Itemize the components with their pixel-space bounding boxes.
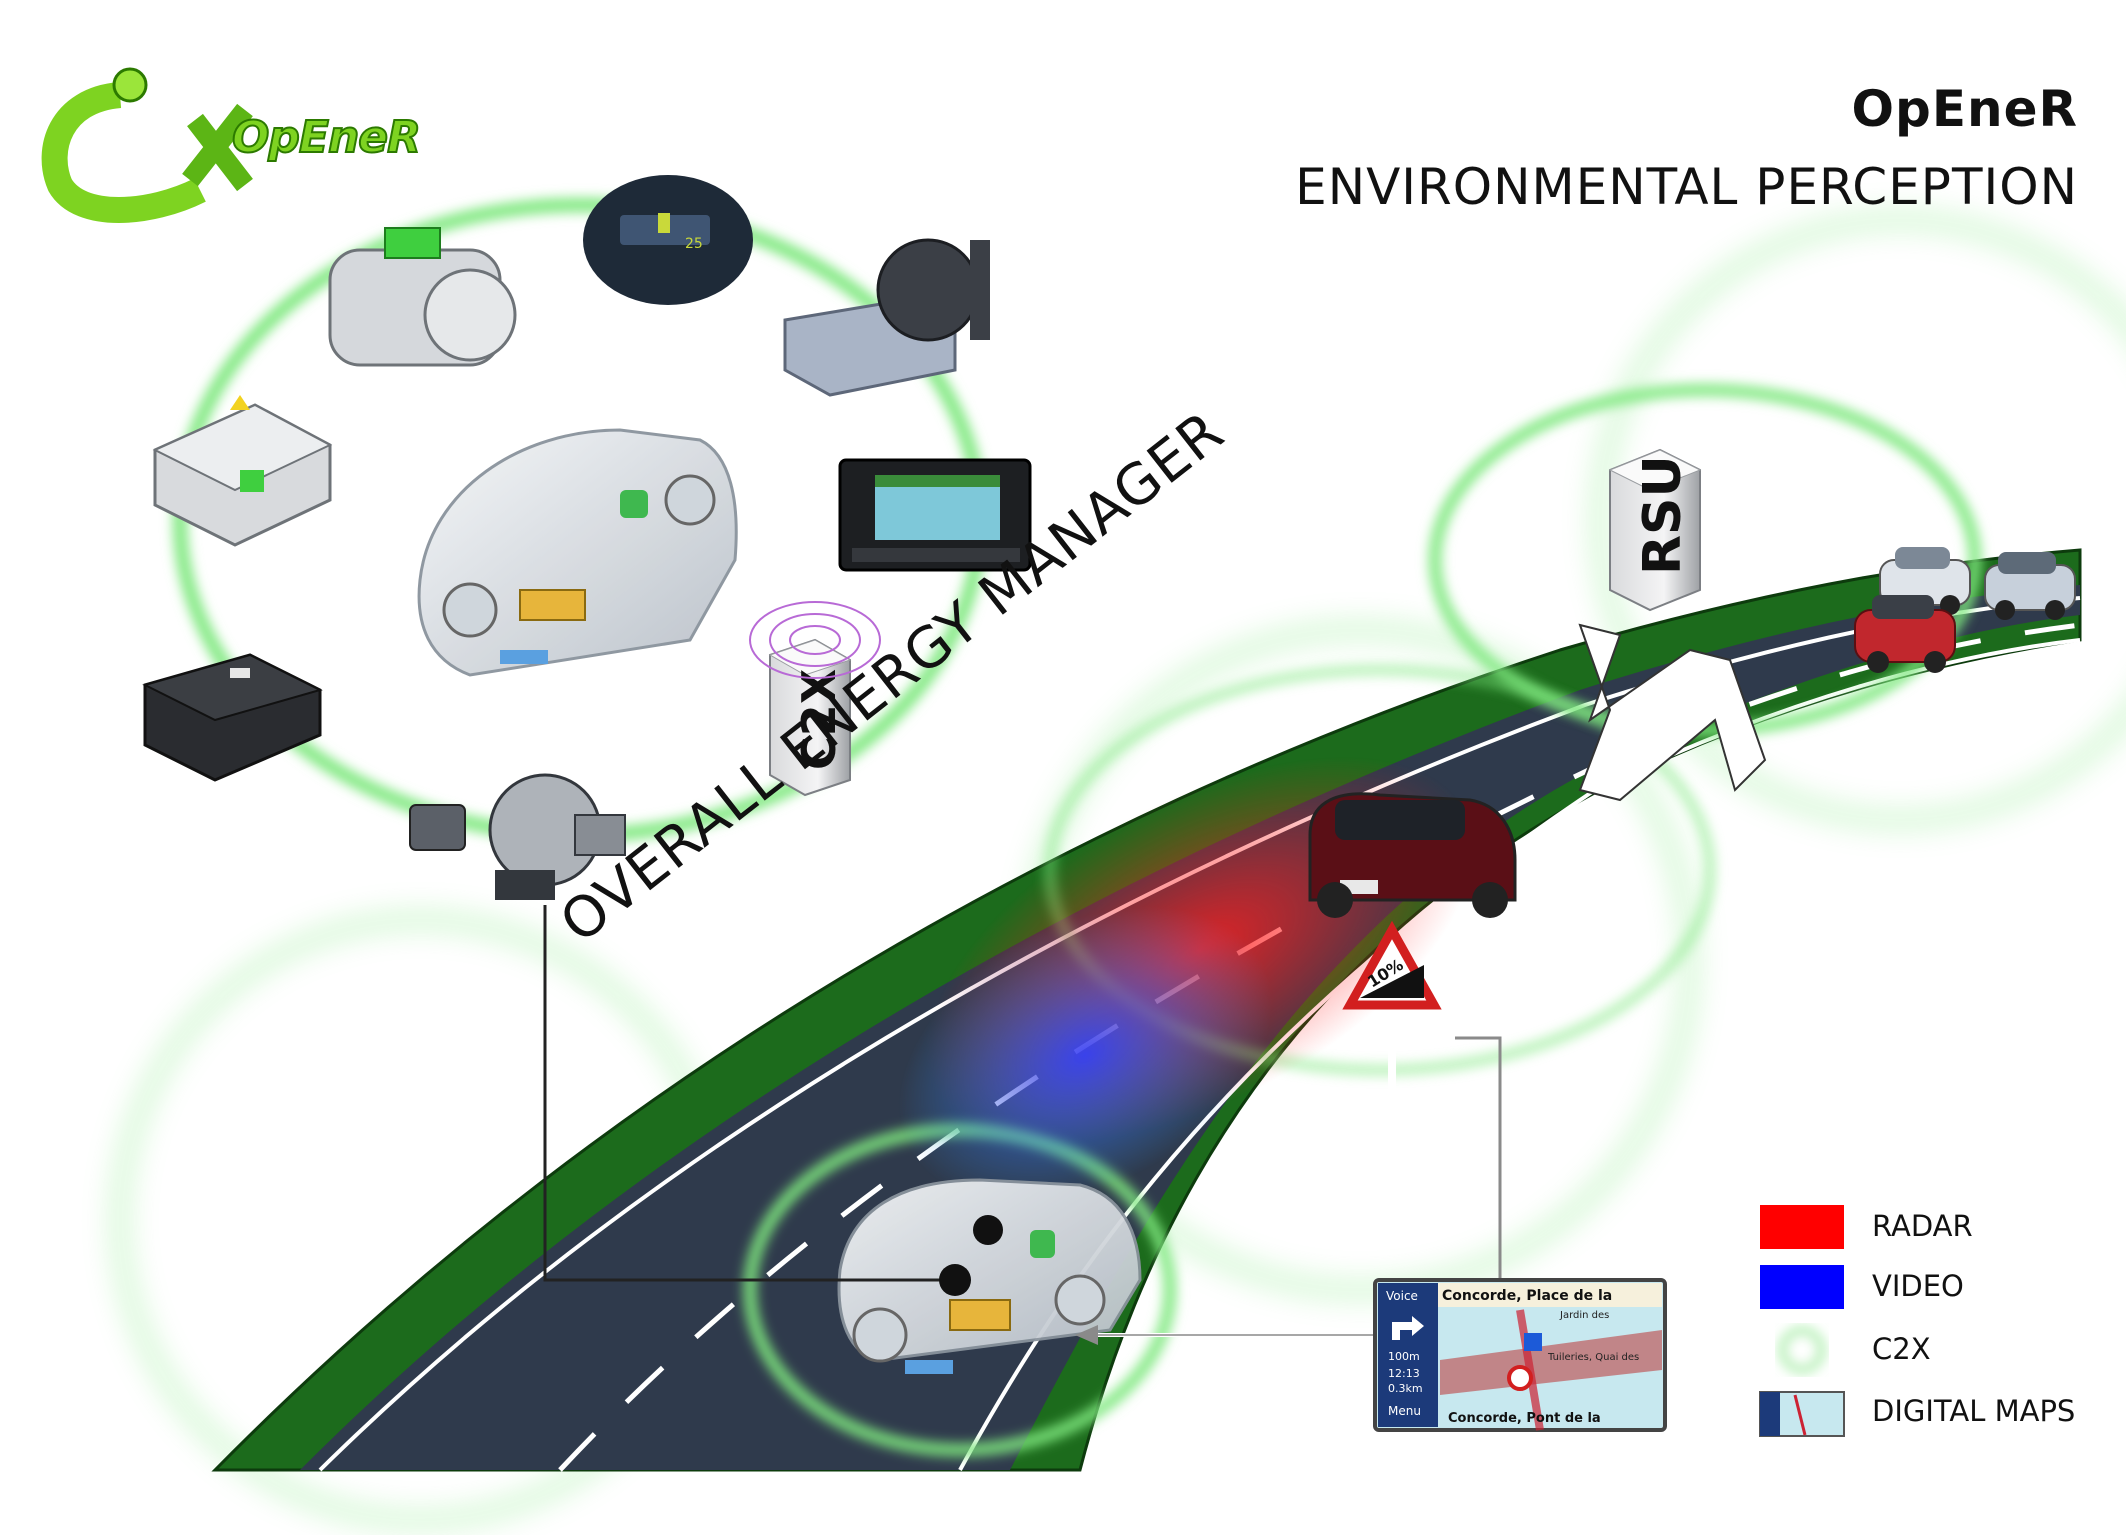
power-electronics-component <box>152 395 333 547</box>
nav-poi-1: Tuileries, Quai des <box>1547 1352 1639 1363</box>
ego-vehicle <box>837 1178 1142 1374</box>
battery-pack-component <box>142 653 323 782</box>
navigation-head-unit-component <box>838 458 1032 572</box>
slope-warning-sign: 10% <box>1342 920 1442 1095</box>
legend-label-video: VIDEO <box>1872 1269 1964 1303</box>
traffic-car-red <box>1854 595 1956 673</box>
rsu-unit: RSU <box>1608 448 1702 612</box>
page-subtitle: ENVIRONMENTAL PERCEPTION <box>1295 158 2078 216</box>
logo-wordmark: OpEneR <box>231 111 422 164</box>
nav-street-top: Concorde, Place de la <box>1442 1288 1612 1304</box>
hud-speed: 25 <box>685 236 703 252</box>
vehicle-powertrain-component <box>417 428 738 677</box>
legend-swatch-video <box>1760 1265 1844 1309</box>
preceding-car <box>1308 792 1517 918</box>
traffic-car-white <box>1879 547 1971 615</box>
nav-menu-button: Menu <box>1388 1404 1421 1418</box>
navigation-screen: Concorde, Place de la Concorde, Pont de … <box>1373 1278 1667 1432</box>
c2x-rsu-ring <box>1429 384 1981 736</box>
energy-manager-link <box>543 905 970 1282</box>
head-up-display-component: 25 <box>583 175 753 305</box>
nav-poi-2: Jardin des <box>1559 1310 1609 1321</box>
video-field <box>898 906 1272 1204</box>
nav-turn-arrow-icon <box>1392 1316 1424 1340</box>
legend-c2x-ring-icon <box>1780 1328 1824 1372</box>
rsu-label: RSU <box>1633 455 1693 575</box>
legend-label-c2x: C2X <box>1872 1332 1931 1366</box>
nav-street-bottom: Concorde, Pont de la <box>1448 1411 1601 1426</box>
opener-logo <box>41 67 253 223</box>
map-link-vertical <box>1455 1036 1502 1300</box>
radar-sensor-component <box>783 238 990 397</box>
nav-voice-button: Voice <box>1386 1289 1418 1303</box>
nav-distance: 100m <box>1388 1350 1420 1363</box>
map-link-arrow-head <box>1075 1325 1098 1345</box>
wireless-wave-icon <box>749 601 881 679</box>
legend-swatch-radar <box>1760 1205 1844 1249</box>
legend-label-digital-maps: DIGITAL MAPS <box>1872 1394 2076 1428</box>
c2x-unit: C2X <box>749 601 881 797</box>
brake-booster-component <box>409 773 626 900</box>
traffic-car-silver <box>1984 552 2076 620</box>
legend-digital-maps-icon <box>1759 1391 1845 1437</box>
nav-remaining: 0.3km <box>1388 1382 1423 1395</box>
page-title: OpEneR <box>1851 80 2078 138</box>
electric-motor-component <box>328 227 517 367</box>
legend-label-radar: RADAR <box>1872 1209 1973 1243</box>
nav-time: 12:13 <box>1388 1367 1420 1380</box>
c2x-label: C2X <box>792 669 846 770</box>
energy-manager-node <box>939 1264 971 1296</box>
rsu-link-bolt <box>1578 623 1767 802</box>
plug-icon <box>112 67 148 103</box>
